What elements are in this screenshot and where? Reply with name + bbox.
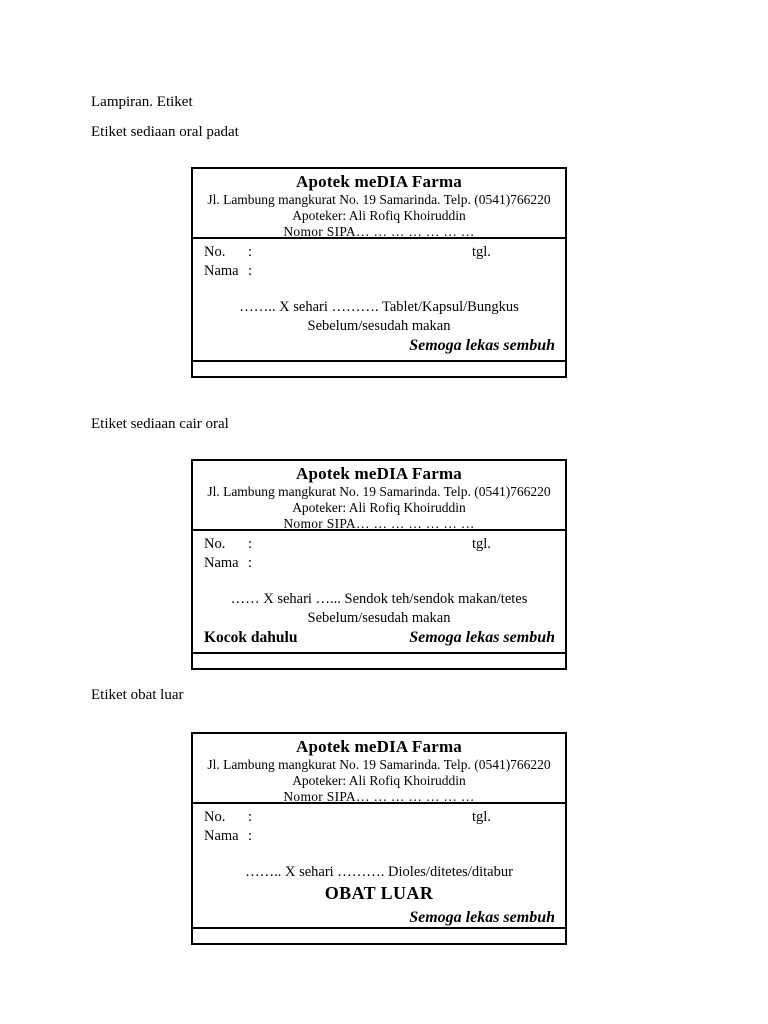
nama-row: Nama: bbox=[193, 827, 565, 846]
pharmacist-name: Apoteker: Ali Rofiq Khoiruddin bbox=[292, 773, 466, 788]
etiket-card-cair-oral: Apotek meDIA Farma Jl. Lambung mangkurat… bbox=[191, 459, 567, 670]
pharmacy-address: Jl. Lambung mangkurat No. 19 Samarinda. … bbox=[207, 192, 551, 207]
no-field-label: No. bbox=[204, 809, 226, 825]
section-heading-cair-oral: Etiket sediaan cair oral bbox=[91, 416, 229, 432]
no-field-label: No. bbox=[204, 536, 226, 552]
nama-row: Nama: bbox=[193, 262, 565, 281]
nama-field-label: Nama bbox=[204, 827, 239, 844]
meal-instruction-line: Sebelum/sesudah makan bbox=[307, 609, 451, 626]
tgl-label: tgl. bbox=[472, 244, 491, 260]
no-field-label: No. bbox=[204, 244, 226, 260]
page-title: Lampiran. Etiket bbox=[91, 94, 193, 110]
sipa-number-line: Nomor SIPA… … … … … … … bbox=[283, 516, 475, 531]
tgl-label: tgl. bbox=[472, 809, 491, 825]
label-header: Apotek meDIA Farma Jl. Lambung mangkurat… bbox=[193, 169, 565, 239]
etiket-card-oral-padat: Apotek meDIA Farma Jl. Lambung mangkurat… bbox=[191, 167, 567, 378]
pharmacy-name: Apotek meDIA Farma bbox=[295, 172, 463, 191]
label-footer-strip bbox=[193, 927, 565, 943]
obat-luar-text: OBAT LUAR bbox=[324, 882, 434, 903]
label-body: No.: tgl. Nama: …… X sehari …... Sendok … bbox=[193, 531, 565, 652]
closing-row: Kocok dahulu Semoga lekas sembuh bbox=[193, 627, 565, 648]
obat-luar-row: OBAT LUAR bbox=[193, 882, 565, 907]
dosage-line: …… X sehari …... Sendok teh/sendok makan… bbox=[230, 591, 528, 607]
section-heading-obat-luar: Etiket obat luar bbox=[91, 687, 184, 703]
label-footer-strip bbox=[193, 652, 565, 668]
pharmacy-address: Jl. Lambung mangkurat No. 19 Samarinda. … bbox=[207, 757, 551, 772]
meal-instruction-line: Sebelum/sesudah makan bbox=[307, 317, 451, 334]
pharmacy-name: Apotek meDIA Farma bbox=[295, 464, 463, 483]
label-body: No.: tgl. Nama: …….. X sehari ………. Diole… bbox=[193, 804, 565, 927]
no-row: No.: tgl. bbox=[193, 808, 565, 827]
dosage-line: …….. X sehari ………. Dioles/ditetes/ditabu… bbox=[245, 864, 513, 880]
closing-row: Semoga lekas sembuh bbox=[193, 907, 565, 928]
section-heading-oral-padat: Etiket sediaan oral padat bbox=[91, 124, 239, 140]
shake-instruction: Kocok dahulu bbox=[204, 629, 298, 646]
sipa-number-line: Nomor SIPA… … … … … … … bbox=[283, 789, 475, 804]
closing-message: Semoga lekas sembuh bbox=[409, 629, 555, 646]
nama-colon: : bbox=[248, 827, 253, 844]
nama-colon: : bbox=[248, 262, 253, 279]
label-footer-strip bbox=[193, 360, 565, 376]
nama-field-label: Nama bbox=[204, 554, 239, 571]
label-header: Apotek meDIA Farma Jl. Lambung mangkurat… bbox=[193, 461, 565, 531]
pharmacist-name: Apoteker: Ali Rofiq Khoiruddin bbox=[292, 500, 466, 515]
closing-message: Semoga lekas sembuh bbox=[409, 908, 555, 926]
etiket-card-obat-luar: Apotek meDIA Farma Jl. Lambung mangkurat… bbox=[191, 732, 567, 945]
closing-row: Semoga lekas sembuh bbox=[193, 335, 565, 357]
no-row: No.: tgl. bbox=[193, 243, 565, 262]
dosage-line: …….. X sehari ………. Tablet/Kapsul/Bungkus bbox=[239, 299, 519, 315]
label-body: No.: tgl. Nama: …….. X sehari ………. Table… bbox=[193, 239, 565, 360]
nama-field-label: Nama bbox=[204, 262, 239, 279]
no-colon: : bbox=[248, 809, 253, 825]
no-row: No.: tgl. bbox=[193, 535, 565, 554]
pharmacy-name: Apotek meDIA Farma bbox=[295, 737, 463, 756]
closing-message: Semoga lekas sembuh bbox=[409, 337, 555, 354]
tgl-label: tgl. bbox=[472, 536, 491, 552]
no-colon: : bbox=[248, 536, 253, 552]
nama-colon: : bbox=[248, 554, 253, 571]
pharmacy-address: Jl. Lambung mangkurat No. 19 Samarinda. … bbox=[207, 484, 551, 499]
sipa-number-line: Nomor SIPA… … … … … … … bbox=[283, 224, 475, 239]
no-colon: : bbox=[248, 244, 253, 260]
nama-row: Nama: bbox=[193, 554, 565, 573]
label-header: Apotek meDIA Farma Jl. Lambung mangkurat… bbox=[193, 734, 565, 804]
pharmacist-name: Apoteker: Ali Rofiq Khoiruddin bbox=[292, 208, 466, 223]
